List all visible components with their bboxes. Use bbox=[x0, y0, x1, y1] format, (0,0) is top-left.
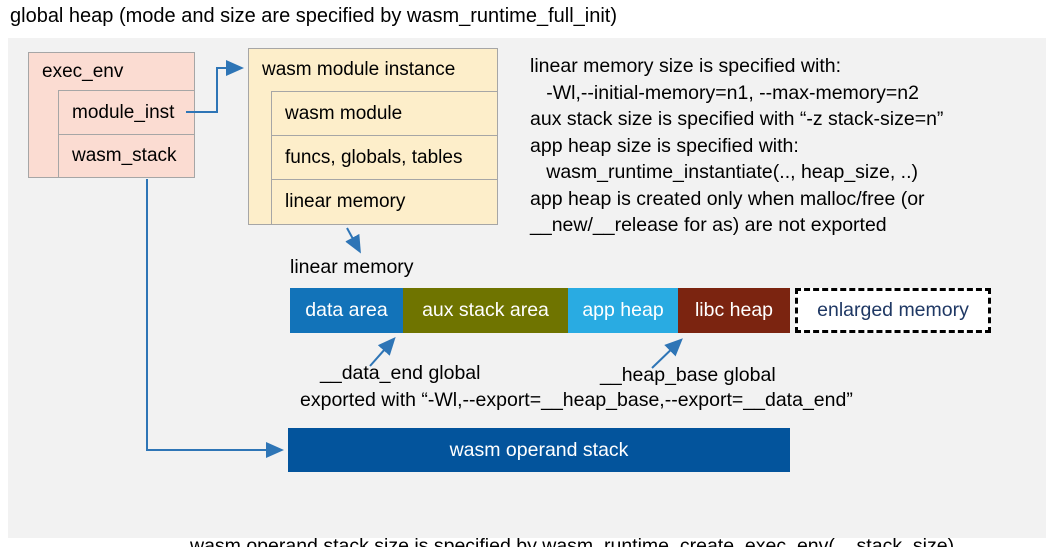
exec-env-header: exec_env bbox=[42, 60, 124, 82]
note-line: app heap is created only when malloc/fre… bbox=[530, 187, 925, 210]
segment-aux-stack-area: aux stack area bbox=[403, 288, 568, 333]
note-line: -Wl,--initial-memory=n1, --max-memory=n2 bbox=[530, 81, 919, 104]
instance-row-funcs-globals-tables: funcs, globals, tables bbox=[271, 135, 498, 180]
wasm-operand-stack-bar: wasm operand stack bbox=[288, 428, 790, 472]
footer-line: wasm operand stack size is specified by … bbox=[190, 535, 955, 547]
exported-flags-label: exported with “-Wl,--export=__heap_base,… bbox=[300, 389, 853, 411]
exec-env-box: exec_env module_inst wasm_stack bbox=[28, 52, 195, 178]
heap-base-global-label: __heap_base global bbox=[600, 364, 776, 386]
notes-block: linear memory size is specified with: -W… bbox=[530, 53, 1045, 239]
segment-libc-heap: libc heap bbox=[678, 288, 790, 333]
instance-row-wasm-module: wasm module bbox=[271, 91, 498, 136]
note-line: linear memory size is specified with: bbox=[530, 55, 842, 77]
footer-notes: wasm operand stack size is specified by … bbox=[190, 479, 954, 547]
diagram-title: global heap (mode and size are specified… bbox=[10, 5, 617, 27]
note-line: wasm_runtime_instantiate(.., heap_size, … bbox=[530, 161, 919, 183]
linear-memory-label: linear memory bbox=[290, 256, 414, 278]
data-end-global-label: __data_end global bbox=[320, 362, 481, 384]
wasm-module-instance-box: wasm module instance wasm module funcs, … bbox=[248, 48, 498, 225]
note-line: __new/__release for as) are not exported bbox=[530, 214, 887, 236]
wasm-module-instance-header: wasm module instance bbox=[262, 59, 456, 80]
segment-app-heap: app heap bbox=[568, 288, 678, 333]
note-line: app heap size is specified with: bbox=[530, 134, 799, 157]
segment-enlarged-memory: enlarged memory bbox=[795, 288, 991, 333]
instance-row-linear-memory: linear memory bbox=[271, 179, 498, 225]
segment-data-area: data area bbox=[290, 288, 403, 333]
exec-env-row-module-inst: module_inst bbox=[58, 90, 195, 135]
exec-env-row-wasm-stack: wasm_stack bbox=[58, 134, 195, 178]
note-line: aux stack size is specified with “-z sta… bbox=[530, 108, 944, 130]
